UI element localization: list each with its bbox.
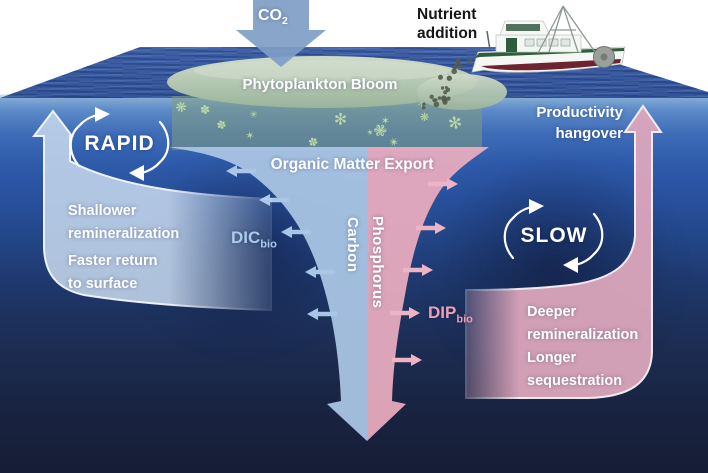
phosphorus-flux-arrow <box>416 222 446 234</box>
nutrient-dot <box>453 63 459 68</box>
phosphorus-flux-arrow <box>392 354 422 366</box>
phosphorus-flux-arrow <box>403 264 433 276</box>
nutrient-dot <box>429 94 434 100</box>
bloom-highlight <box>194 60 450 82</box>
carbon-funnel-half <box>168 147 367 441</box>
bloom-surface-mound-right <box>417 74 507 110</box>
nutrient-dot <box>446 96 451 101</box>
ship-windshield <box>506 24 540 31</box>
nutrient-dot <box>422 102 426 106</box>
ship-green-stripe <box>475 48 624 58</box>
phytoplankton-glyph: ✽ <box>199 102 211 117</box>
nutrient-dot <box>440 86 445 90</box>
ship-mast-rigging <box>537 5 596 54</box>
phytoplankton-glyph: ✴ <box>365 126 375 137</box>
phosphorus-funnel-half <box>367 147 489 441</box>
dip-bio-label: DIPbio <box>428 303 473 326</box>
nutrient-dot <box>458 63 462 67</box>
nutrient-dot <box>434 98 438 102</box>
rapid-cycle-badge: RAPID <box>84 132 155 155</box>
nutrient-dot <box>437 96 442 100</box>
export-funnel <box>168 147 489 441</box>
nutrient-dot <box>421 105 426 110</box>
phytoplankton-glyph: ✽ <box>306 134 320 149</box>
carbon-flux-arrow <box>307 308 337 320</box>
phytoplankton-glyph: ✶ <box>381 113 390 125</box>
ship-illustration <box>471 5 626 73</box>
ship-bow-mast <box>486 30 491 51</box>
phytoplankton-glyph: ✶ <box>242 129 256 141</box>
ship-net-drum-axle <box>600 53 608 61</box>
rapid-return-arrow <box>31 109 272 312</box>
co2-label: CO2 <box>258 7 288 28</box>
nutrient-dot <box>452 67 457 71</box>
nutrient-dot <box>455 58 461 64</box>
nutrient-addition-plume <box>421 58 472 110</box>
carbon-funnel-label: Carbon <box>344 217 361 273</box>
co2-down-arrow <box>236 0 326 67</box>
carbon-flux-arrow <box>305 266 335 278</box>
dic-bio-label: DICbio <box>231 228 277 251</box>
nutrient-dot <box>467 58 472 63</box>
phytoplankton-bloom-label: Phytoplankton Bloom <box>242 76 398 93</box>
phosphorus-flux-arrow <box>390 307 420 319</box>
ship-waterline-stripe <box>481 59 621 71</box>
nutrient-dot <box>446 75 452 81</box>
carbon-flux-arrow <box>281 226 311 238</box>
carbon-flux-arrow <box>226 165 256 177</box>
slow-cycle-badge: SLOW <box>520 224 588 247</box>
nutrient-dot <box>441 95 447 101</box>
nutrient-dot <box>445 87 451 93</box>
ship-cabin-door <box>506 38 517 52</box>
rapid-cycle-arrows <box>69 107 170 181</box>
organic-matter-export-label: Organic Matter Export <box>270 156 434 173</box>
phosphorus-flux-arrow <box>428 178 458 190</box>
bloom-mound <box>167 56 507 110</box>
ship-cabin-windows <box>524 38 571 47</box>
phytoplankton-glyph: ✴ <box>385 135 402 150</box>
nutrient-dot <box>438 74 443 80</box>
slow-cycle-arrows <box>503 199 604 273</box>
phosphorus-funnel-label: Phosphorus <box>369 216 386 309</box>
slow-return-arrow <box>465 104 663 399</box>
nutrient-dot <box>433 101 440 108</box>
